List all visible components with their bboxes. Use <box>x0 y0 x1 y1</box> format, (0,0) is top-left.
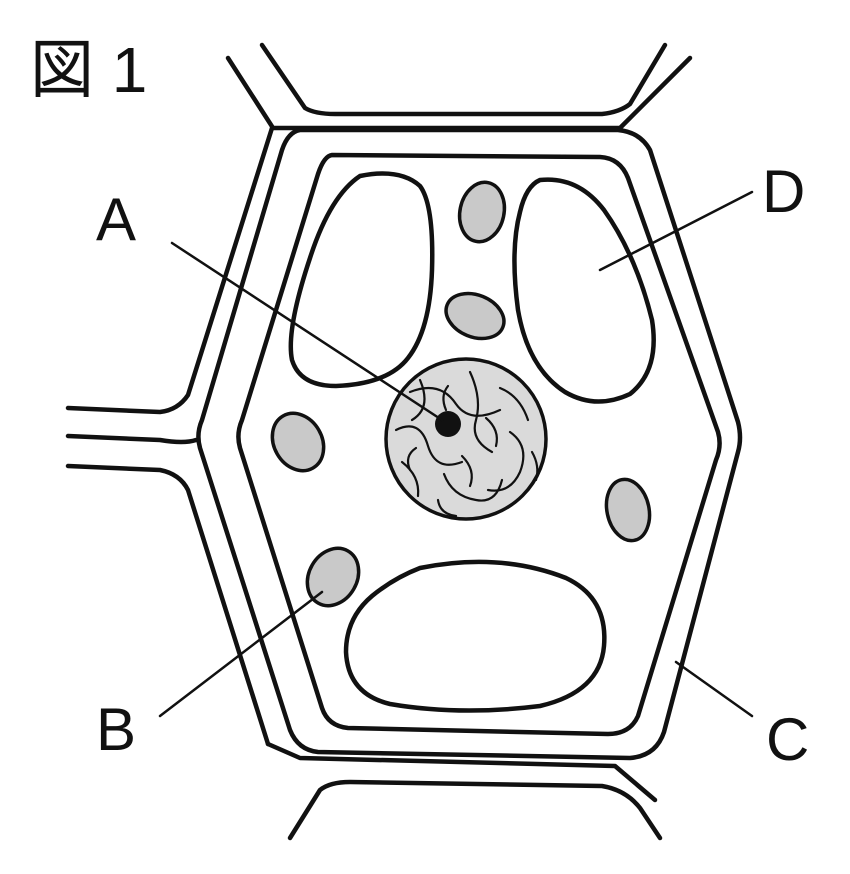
neighbor-cell-top-inner <box>259 42 668 117</box>
label-c: C <box>766 706 809 773</box>
label-a: A <box>96 186 136 253</box>
chloroplast-right <box>604 477 652 543</box>
figure-title: 図 1 <box>30 34 147 106</box>
label-d: D <box>762 158 805 225</box>
nucleus-body <box>384 357 548 521</box>
neighbor-cell-left-lower <box>65 433 199 445</box>
neighbor-cells <box>65 42 693 841</box>
chloroplasts <box>270 180 652 608</box>
leader-line-b <box>158 590 324 718</box>
chloroplast-b <box>305 546 361 608</box>
neighbor-cell-left-bottom-a <box>65 463 271 747</box>
neighbor-cell-left-upper <box>65 125 275 415</box>
nucleus <box>384 357 548 521</box>
cell-membrane <box>236 152 722 737</box>
chloroplast-top <box>457 180 507 244</box>
chromatin <box>394 370 539 518</box>
leader-line-a <box>170 241 444 422</box>
neighbor-cell-bottom-inner <box>287 779 663 841</box>
vacuole-lower <box>343 559 607 713</box>
leader-line-d <box>598 190 754 272</box>
vacuole-d <box>512 177 656 404</box>
label-b: B <box>96 696 136 763</box>
chloroplast-middle <box>444 291 506 341</box>
chloroplast-left <box>270 411 326 473</box>
neighbor-cell-bottom-outer <box>265 741 658 803</box>
nucleolus <box>435 411 461 437</box>
leader-line-c <box>674 660 754 718</box>
